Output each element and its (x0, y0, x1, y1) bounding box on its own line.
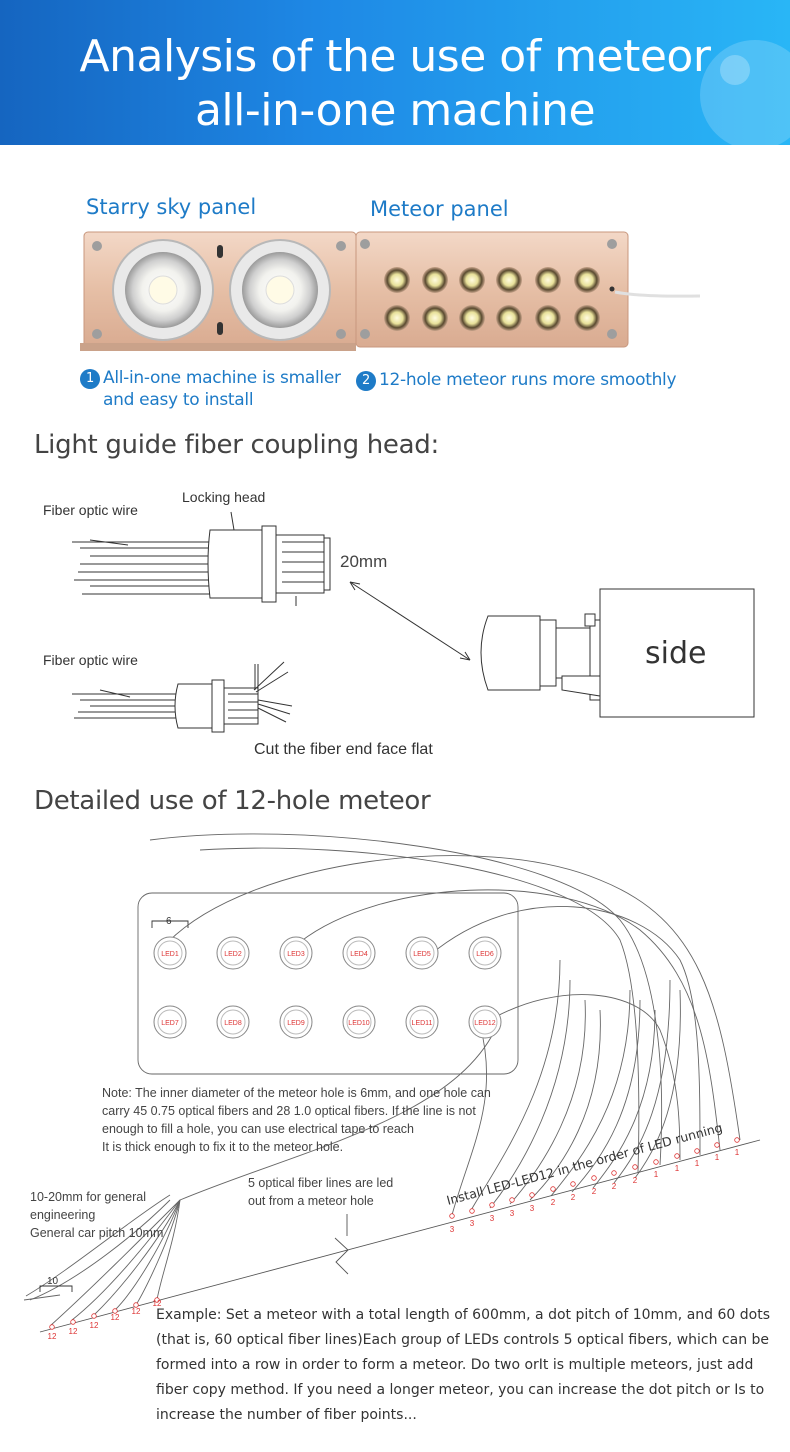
coupling-head-diagram (72, 511, 755, 733)
led-label: LED11 (412, 1020, 433, 1027)
led-label: LED1 (161, 951, 179, 958)
feature-1-line-1: All-in-one machine is smaller (103, 368, 341, 388)
led-label: LED4 (350, 951, 368, 958)
led-label: LED2 (224, 951, 242, 958)
title-line-1: Analysis of the use of meteor (79, 31, 711, 82)
pitch-dimension: 10 (47, 1276, 59, 1287)
row-number: 12 (90, 1321, 99, 1330)
row-number: 12 (132, 1307, 141, 1316)
page-title: Analysis of the use of meteor all-in-one… (0, 30, 790, 138)
led-label: LED9 (287, 1020, 305, 1027)
title-line-2: all-in-one machine (194, 85, 596, 136)
led-label: LED6 (476, 951, 494, 958)
coupling-heading: Light guide fiber coupling head: (34, 430, 439, 460)
locking-head-label: Locking head (182, 489, 266, 505)
starry-sky-panel-image (80, 231, 357, 351)
cut-caption: Cut the fiber end face flat (254, 741, 433, 758)
row-number: 3 (530, 1204, 535, 1213)
row-number: 1 (654, 1170, 659, 1179)
led-hole-grid (153, 936, 502, 1039)
hole-dimension: 6 (166, 916, 172, 927)
row-number: 1 (695, 1159, 700, 1168)
note-line: 5 optical fiber lines are led (248, 1176, 394, 1190)
led-label: LED12 (474, 1020, 496, 1027)
meteor-panel-label: Meteor panel (370, 197, 509, 221)
pitch-note: 10-20mm for general engineering General … (30, 1188, 163, 1242)
feature-2-text: 12-hole meteor runs more smoothly (379, 370, 677, 390)
starry-panel-label: Starry sky panel (86, 195, 257, 219)
row-number: 1 (715, 1153, 720, 1162)
row-number: 2 (551, 1198, 556, 1207)
row-number: 12 (111, 1313, 120, 1322)
row-number: 12 (153, 1299, 162, 1308)
header-banner: Analysis of the use of meteor all-in-one… (0, 0, 790, 145)
row-number: 3 (510, 1209, 515, 1218)
row-number: 1 (675, 1164, 680, 1173)
row-number: 12 (48, 1332, 57, 1341)
note-line: 10-20mm for general (30, 1190, 147, 1204)
dimension-label: 20mm (340, 552, 388, 571)
note-line: enough to fill a hole, you can use elect… (102, 1122, 415, 1136)
meteor-panel-image (355, 231, 701, 348)
decor-bubble (720, 55, 750, 85)
row-number: 2 (571, 1193, 576, 1202)
led-label: LED8 (224, 1020, 242, 1027)
meteor-heading: Detailed use of 12-hole meteor (34, 786, 431, 816)
example-paragraph: Example: Set a meteor with a total lengt… (156, 1307, 770, 1423)
decor-bubble (700, 40, 790, 145)
row-number: 2 (592, 1187, 597, 1196)
number-badge: 1 (80, 369, 100, 389)
row-number: 2 (633, 1176, 638, 1185)
led-label: LED7 (161, 1020, 179, 1027)
row-number: 3 (470, 1219, 475, 1228)
led-label: LED5 (413, 951, 431, 958)
row-number: 3 (490, 1214, 495, 1223)
fiber-lines-note: 5 optical fiber lines are led out from a… (248, 1174, 393, 1210)
note-line: out from a meteor hole (248, 1194, 374, 1208)
note-line: engineering (30, 1208, 96, 1222)
side-label: side (645, 636, 707, 671)
number-badge: 2 (356, 371, 376, 391)
feature-1-line-2: and easy to install (103, 390, 254, 410)
note-line: General car pitch 10mm (30, 1226, 164, 1240)
meteor-wiring-diagram (23, 833, 761, 1333)
note-line: Note: The inner diameter of the meteor h… (102, 1086, 491, 1100)
led-label: LED3 (287, 951, 305, 958)
led-label: LED10 (348, 1020, 370, 1027)
row-number: 12 (69, 1327, 78, 1336)
row-number: 3 (450, 1225, 455, 1234)
note-line: carry 45 0.75 optical fibers and 28 1.0 … (102, 1104, 476, 1118)
row-number: 1 (735, 1148, 740, 1157)
row-number: 2 (612, 1182, 617, 1191)
fiber-optic-wire-label-2: Fiber optic wire (43, 652, 138, 668)
hole-note: Note: The inner diameter of the meteor h… (102, 1084, 491, 1156)
fiber-optic-wire-label-1: Fiber optic wire (43, 502, 138, 518)
note-line: It is thick enough to fix it to the mete… (102, 1140, 344, 1154)
